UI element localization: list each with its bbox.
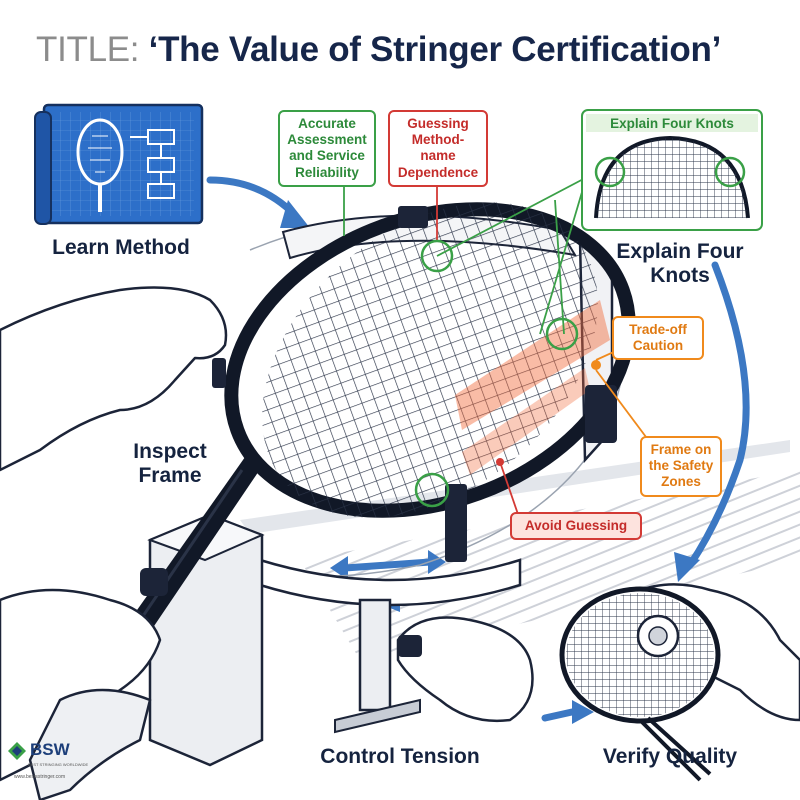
trade-off-marker bbox=[591, 360, 601, 370]
learn-method-label: Learn Method bbox=[52, 236, 190, 259]
accurate-assessment-callout: Accurate Assessment and Service Reliabil… bbox=[278, 110, 376, 187]
explain-four-knots-label: Explain Four Knots bbox=[616, 240, 744, 288]
logo-mark-icon bbox=[8, 742, 26, 760]
tension-knob bbox=[140, 568, 422, 657]
logo-url: www.bestsstringer.com bbox=[14, 774, 66, 780]
hands bbox=[0, 286, 800, 800]
control-tension-label: Control Tension bbox=[320, 745, 480, 768]
logo-tagline: BEST STRINGING WORLDWIDE bbox=[28, 762, 89, 767]
page-title: TITLE: ‘The Value of Stringer Certificat… bbox=[36, 30, 721, 70]
trade-off-caution-callout: Trade-off Caution bbox=[612, 316, 704, 361]
explain-four-knots-inset-title: Explain Four Knots bbox=[610, 116, 734, 131]
verify-racquet bbox=[559, 586, 721, 782]
blueprint-icon bbox=[34, 103, 204, 225]
knot-markers bbox=[414, 239, 579, 508]
bsw-logo: BSW BEST STRINGING WORLDWIDE www.bestsst… bbox=[6, 740, 89, 788]
verify-quality-label: Verify Quality bbox=[602, 745, 738, 768]
process-arrows bbox=[206, 176, 750, 722]
knots-inset bbox=[581, 109, 763, 231]
title-prefix: TITLE: bbox=[36, 30, 140, 69]
guessing-method-callout: Guessing Method-name Dependence bbox=[388, 110, 488, 187]
logo-name: BSW bbox=[30, 740, 70, 759]
arrow-heads bbox=[280, 200, 700, 724]
inspect-frame-label: Inspect Frame bbox=[133, 440, 207, 488]
avoid-marker bbox=[496, 458, 504, 466]
frame-safety-callout: Frame on the Safety Zones bbox=[640, 436, 722, 497]
avoid-guessing-callout: Avoid Guessing bbox=[510, 512, 642, 541]
title-text: ‘The Value of Stringer Certification’ bbox=[148, 30, 722, 69]
